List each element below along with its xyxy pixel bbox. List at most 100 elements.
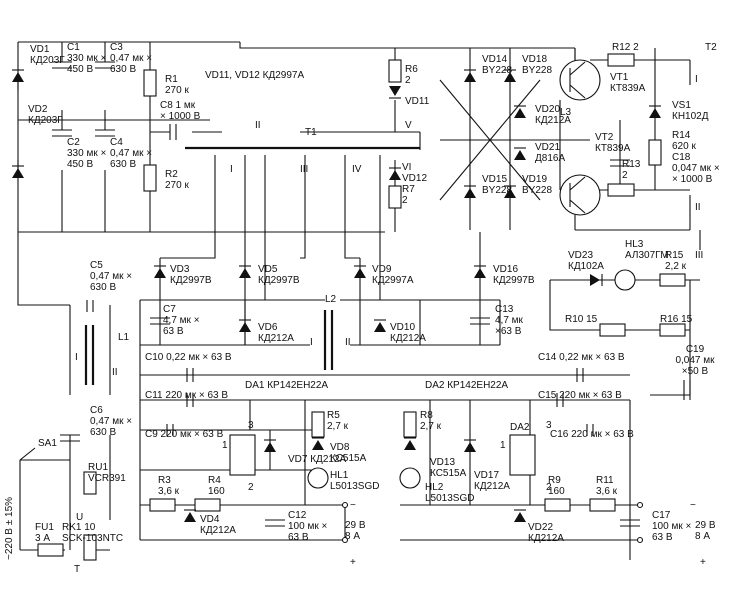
r12-symbol [607, 53, 635, 67]
c11-symbol [186, 393, 194, 407]
pin-minus2: − [690, 500, 696, 511]
vd21-symbol [514, 150, 526, 160]
pin-plus1: + [350, 557, 356, 568]
pin-da2-2: 2 [546, 482, 552, 493]
winding-t1-iv: IV [352, 164, 362, 175]
c15-symbol [556, 393, 564, 407]
vd12-symbol [389, 170, 401, 180]
label-vd11n: VD11 [405, 96, 430, 107]
vd10-symbol [374, 322, 386, 332]
c6-symbol [60, 434, 80, 442]
r2-symbol [143, 164, 157, 192]
c8-symbol [169, 124, 177, 140]
ru1-symbol [83, 471, 97, 495]
label-r16: R16 15 [660, 314, 693, 325]
c18-symbol [610, 159, 630, 167]
r11-symbol [589, 498, 616, 512]
label-c16: C16 220 мк × 63 В [550, 429, 634, 440]
pin-da1-1: 1 [222, 440, 228, 451]
winding-t2-i: I [695, 74, 698, 85]
label-c15: C15 220 мк × 63 В [538, 390, 622, 401]
winding-t1-v: V [405, 120, 412, 131]
component-symbols [12, 53, 691, 561]
r13-symbol [607, 183, 635, 197]
l2-core [323, 310, 334, 370]
pin-minus1: − [350, 500, 356, 511]
label-mains: ~220 В ± 15% [4, 497, 15, 560]
r3-symbol [149, 498, 176, 512]
r8-symbol [403, 411, 417, 438]
c17-symbol [620, 519, 640, 527]
label-l3: L3 [560, 107, 572, 118]
vd20-symbol [514, 108, 526, 118]
label-l1: L1 [118, 332, 130, 343]
r14-symbol [648, 139, 662, 166]
vd16-symbol [474, 268, 486, 278]
label-da2: DA2 КР142ЕН22А [425, 380, 508, 391]
winding-t2-iii: III [695, 250, 703, 261]
r6-symbol [388, 59, 402, 83]
pin-da1-3: 3 [248, 420, 254, 431]
r16-symbol [659, 323, 686, 337]
winding-t2-ii: II [695, 202, 701, 213]
vd22-symbol [514, 512, 526, 522]
label-c9: C9 220 мк × 63 В [145, 429, 224, 440]
label-sa1: SA1 [38, 438, 57, 449]
vd13-symbol [404, 440, 416, 450]
da1-symbol [229, 434, 256, 476]
vd2-symbol [12, 168, 24, 178]
vd18-symbol [504, 72, 516, 82]
vd19-symbol [504, 188, 516, 198]
pin-t: T [74, 564, 80, 575]
vd1-symbol [12, 72, 24, 82]
label-c14: C14 0,22 мк × 63 В [538, 352, 625, 363]
rk1-symbol [83, 534, 97, 561]
c13-symbol [470, 317, 490, 325]
vd3-symbol [154, 268, 166, 278]
label-c10: C10 0,22 мк × 63 В [145, 352, 232, 363]
c5-symbol [86, 300, 94, 312]
r1-symbol [143, 69, 157, 97]
label-t2: T2 [705, 42, 717, 53]
winding-l1-ii: II [112, 367, 118, 378]
label-da2n: DA2 [510, 422, 530, 433]
label-t1: T1 [305, 127, 317, 138]
